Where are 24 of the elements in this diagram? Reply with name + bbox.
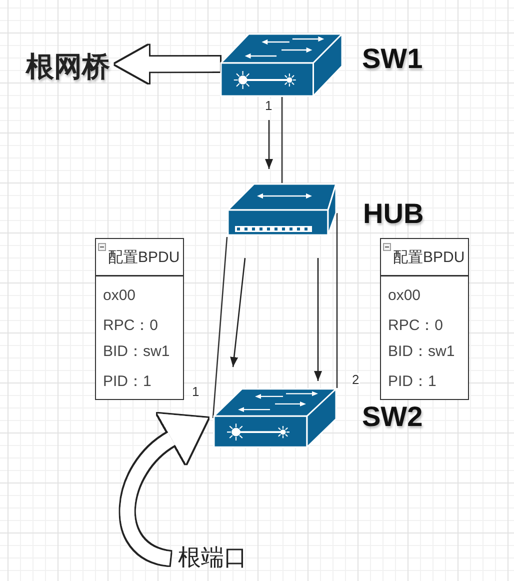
device-name: SW2: [362, 403, 423, 431]
record-box: [380, 238, 469, 400]
device-name: SW1: [362, 45, 423, 73]
device-name: HUB: [363, 200, 424, 228]
port-number: 2: [351, 373, 360, 386]
record-field: PID：1: [103, 374, 152, 389]
record-field: ox00: [388, 288, 421, 303]
block-arrow: [120, 414, 206, 566]
record-field: RPC：0: [103, 318, 158, 333]
connector-line: [281, 97, 283, 183]
connector-line: [212, 236, 228, 418]
record-heading: 配置BPDU: [393, 250, 465, 265]
annotation-text: 根端口: [178, 546, 247, 569]
record-field: RPC：0: [388, 318, 444, 333]
record-field: PID：1: [388, 374, 436, 389]
record-heading: 配置BPDU: [108, 250, 180, 265]
port-number: 1: [191, 385, 200, 398]
record-field: BID：sw1: [103, 344, 170, 359]
record-field: BID：sw1: [388, 344, 455, 359]
record-field: ox00: [103, 288, 136, 303]
connector-line: [336, 213, 338, 388]
port-number: 1: [264, 99, 274, 112]
annotation-text: 根网桥: [26, 53, 110, 81]
record-box: [95, 238, 184, 400]
